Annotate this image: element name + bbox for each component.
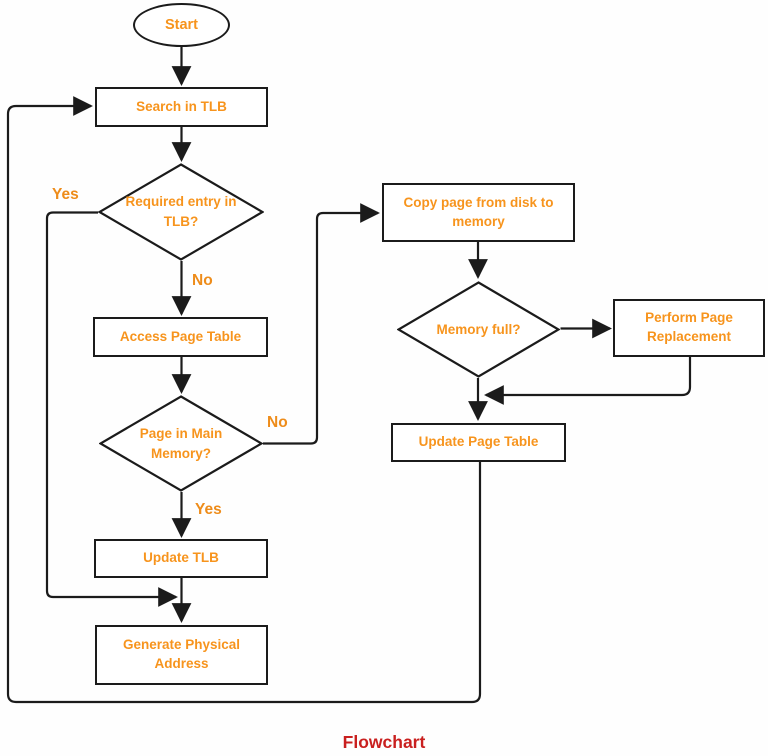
node-perform-page-replacement-label: Perform Page Replacement (645, 310, 733, 344)
connector-updatepagetable-loop-to-search (6, 96, 482, 704)
diamond-shape (397, 281, 560, 378)
node-required-entry-tlb: Required entry in TLB? (98, 163, 264, 261)
diamond-shape (99, 395, 263, 492)
edge-label-memory-yes: Yes (195, 501, 222, 518)
node-memory-full-label: Memory full? (436, 321, 521, 337)
edge-label-memory-no: No (267, 414, 288, 431)
node-memory-full: Memory full? (397, 281, 560, 378)
node-start-label: Start (164, 16, 199, 33)
node-generate-physical-address-label: Generate Physical Address (122, 637, 241, 671)
node-update-tlb: Update TLB (94, 539, 268, 578)
node-page-in-main-memory: Page in Main Memory? (99, 395, 263, 492)
diagram-caption: Flowchart (342, 732, 426, 752)
connector-required-yes-branch (45, 211, 178, 607)
node-required-entry-tlb-label: Required entry in TLB? (125, 194, 237, 229)
node-copy-page-disk-memory-label: Copy page from disk to memory (403, 194, 554, 229)
node-access-page-table: Access Page Table (93, 317, 268, 357)
node-access-page-table-label: Access Page Table (119, 328, 242, 344)
edge-label-tlb-no: No (192, 272, 213, 289)
node-generate-physical-address: Generate Physical Address (95, 625, 268, 685)
connector-replacement-return (484, 357, 692, 405)
node-update-page-table: Update Page Table (391, 423, 566, 462)
node-perform-page-replacement: Perform Page Replacement (613, 299, 765, 357)
node-update-tlb-label: Update TLB (143, 550, 219, 566)
node-search-tlb-label: Search in TLB (136, 98, 227, 114)
node-copy-page-disk-memory: Copy page from disk to memory (382, 183, 575, 242)
node-search-tlb: Search in TLB (95, 87, 268, 127)
connector-pageinmain-no-branch (263, 203, 380, 445)
node-update-page-table-label: Update Page Table (418, 434, 539, 450)
node-start: Start (133, 3, 230, 47)
node-page-in-main-memory-label: Page in Main Memory? (139, 425, 223, 461)
diamond-shape (98, 163, 264, 261)
edge-label-tlb-yes: Yes (52, 186, 79, 203)
